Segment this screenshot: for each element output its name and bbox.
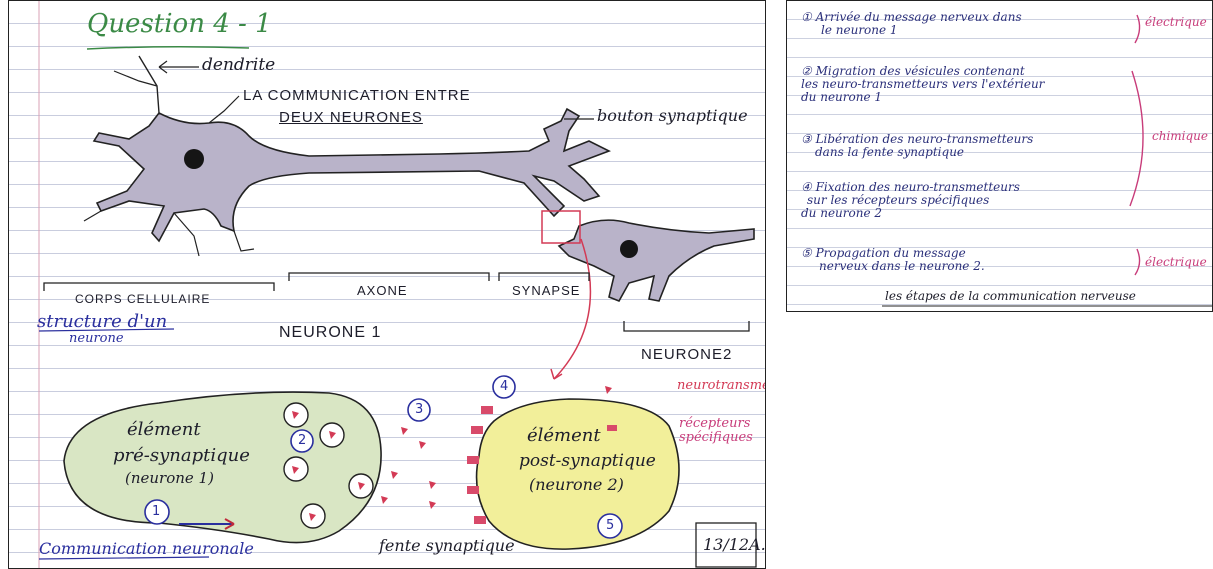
nucleus-2 — [620, 240, 638, 258]
step-number-1: 1 — [152, 504, 160, 519]
page-number: 13/12A. — [703, 535, 766, 554]
post-label-line2: post-synaptique — [519, 451, 656, 471]
step-1: ① Arrivée du message nerveux dans le neu… — [801, 11, 1022, 37]
legend-neurotransmitter: neurotransmetteurs — [677, 379, 766, 393]
pre-label-line3: (neurone 1) — [125, 469, 214, 487]
dendrite-branch — [174, 213, 199, 256]
step-number-5: 5 — [606, 518, 614, 533]
type-electrique-2: électrique — [1145, 255, 1207, 269]
nucleus-1 — [184, 149, 204, 169]
neuron1-body — [94, 109, 609, 241]
post-label-line3: (neurone 2) — [529, 475, 624, 494]
dendrite-label: dendrite — [202, 55, 275, 75]
corps-label: CORPS CELLULAIRE — [75, 292, 210, 306]
post-label-line1: élément — [527, 425, 601, 446]
diagram-title-line1: LA COMMUNICATION ENTRE — [243, 87, 471, 104]
bracket-chimique — [1130, 71, 1143, 206]
bracket-axone — [289, 273, 489, 281]
step-3: ③ Libération des neuro-transmetteurs dan… — [801, 133, 1033, 159]
neuron-diagram-panel: Question 4 - 1 dendrite LA COMMUNICATION… — [8, 0, 766, 569]
dendrite-branch — [234, 231, 254, 251]
pre-label-line2: pré-synaptique — [113, 445, 250, 466]
synapse-label: SYNAPSE — [512, 283, 580, 298]
bracket-electrique-2 — [1135, 249, 1140, 275]
neurone2-label: NEURONE2 — [641, 346, 732, 363]
question-title: Question 4 - 1 — [87, 9, 272, 39]
communication-label: Communication neuronale — [39, 539, 254, 558]
diagram-title-line2: DEUX NEURONES — [279, 109, 423, 126]
steps-caption: les étapes de la communication nerveuse — [885, 289, 1136, 303]
step-number-3: 3 — [415, 402, 423, 417]
dendrite-branch — [209, 96, 239, 123]
step-number-4: 4 — [500, 379, 508, 394]
axone-label: AXONE — [357, 283, 408, 298]
type-electrique-1: électrique — [1145, 15, 1207, 29]
bracket-neurone2 — [624, 321, 749, 331]
legend-receptor: récepteurs spécifiques — [679, 417, 766, 445]
step-number-2: 2 — [298, 433, 306, 448]
bracket-electrique-1 — [1135, 15, 1140, 43]
dendrite-branch — [84, 211, 101, 221]
bracket-synapse — [499, 273, 589, 281]
structure-label-line2: neurone — [69, 331, 124, 346]
title-underline — [87, 47, 249, 49]
step-2: ② Migration des vésicules contenant les … — [801, 65, 1044, 104]
structure-label-line1: structure d'un — [37, 311, 167, 332]
pre-synaptic-element — [64, 392, 381, 542]
step-4: ④ Fixation des neuro-transmetteurs sur l… — [801, 181, 1020, 220]
bouton-label: bouton synaptique — [597, 106, 748, 125]
bracket-corps — [44, 283, 274, 291]
fente-label: fente synaptique — [379, 536, 515, 555]
neuron2-body — [559, 220, 754, 301]
type-chimique: chimique — [1152, 129, 1208, 143]
dendrite-branch — [114, 71, 157, 86]
step-5: ⑤ Propagation du message nerveux dans le… — [801, 247, 985, 273]
steps-panel: ① Arrivée du message nerveux dans le neu… — [786, 0, 1213, 312]
dendrite-branch — [139, 56, 159, 113]
pre-label-line1: élément — [127, 419, 201, 440]
neurone1-label: NEURONE 1 — [279, 324, 381, 342]
